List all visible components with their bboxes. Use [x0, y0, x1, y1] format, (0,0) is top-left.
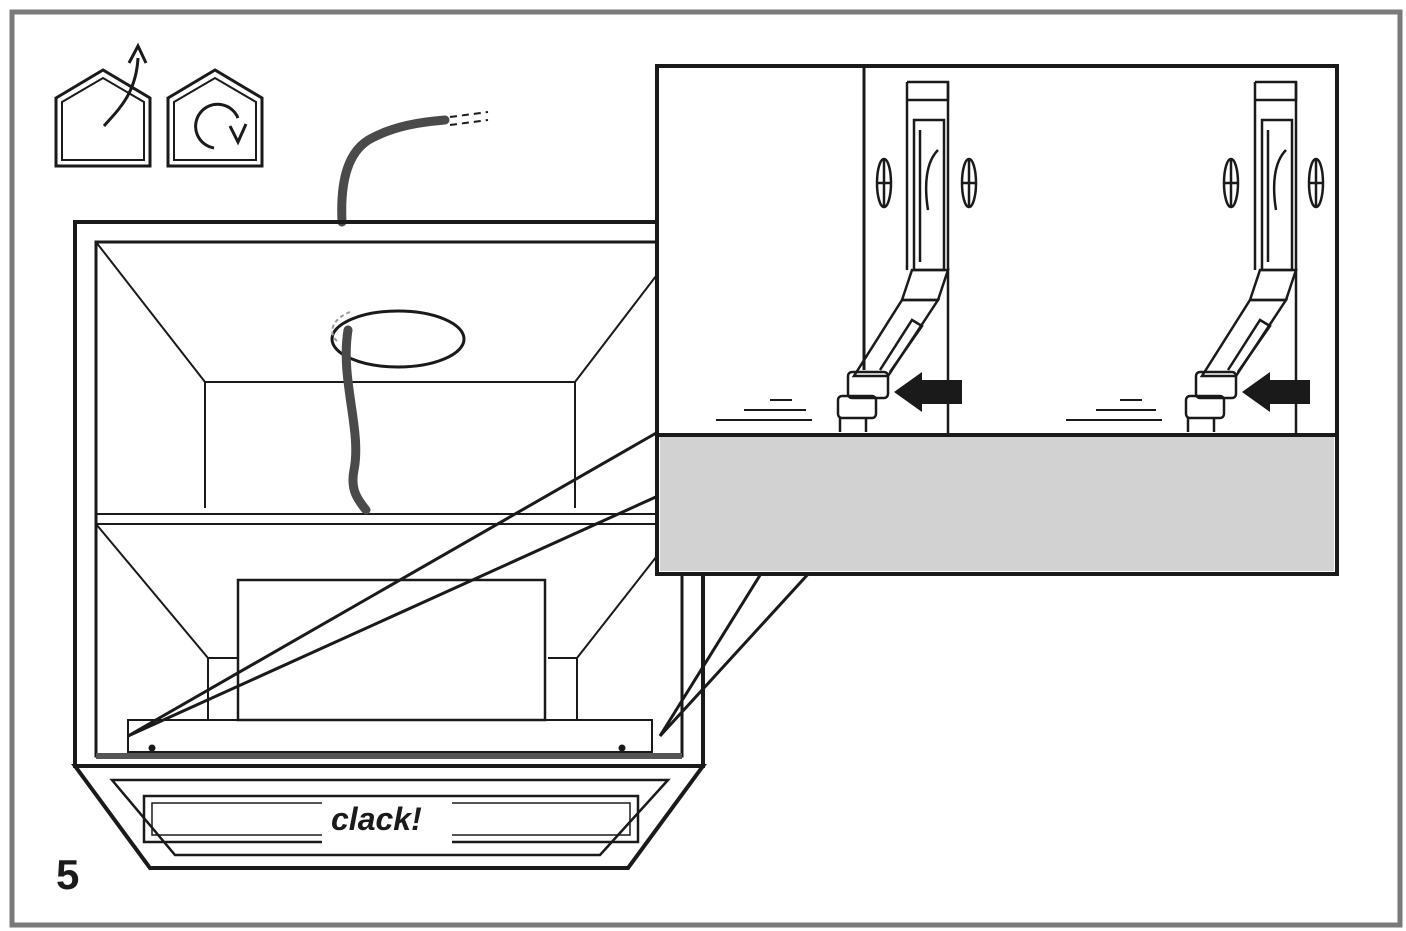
motion-lines-right	[1066, 399, 1162, 421]
mounting-bracket-left	[836, 80, 978, 435]
step-number: 5	[56, 851, 80, 898]
internal-cable	[341, 325, 371, 515]
power-cable	[337, 115, 450, 227]
clack-sound-label: clack!	[331, 801, 422, 837]
mounting-bracket-right	[1184, 80, 1325, 435]
house-with-exhaust-arrow-icon	[54, 42, 152, 168]
detail-zoom-panel	[655, 64, 1339, 576]
house-with-recirculation-arrow-icon	[166, 68, 264, 168]
motion-lines-left	[716, 399, 812, 421]
filter-frame	[71, 764, 707, 870]
push-arrow-right	[1242, 372, 1310, 412]
zoom-wedge-lines	[127, 430, 812, 738]
power-cable-end-dashes	[449, 111, 489, 126]
clack-label-background	[322, 798, 452, 844]
hood-cabinet	[73, 220, 705, 768]
push-arrow-left	[894, 372, 962, 412]
duct-opening	[330, 309, 466, 369]
